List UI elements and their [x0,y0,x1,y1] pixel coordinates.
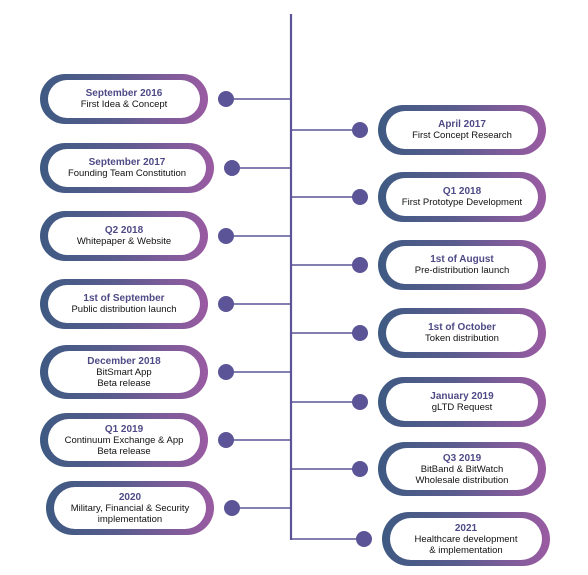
milestone-date: December 2018 [87,355,161,367]
milestone-left-2: September 2017 Founding Team Constitutio… [40,143,214,193]
milestone-dot [352,189,368,205]
milestone-dot [352,394,368,410]
milestone-desc: Public distribution launch [71,304,177,315]
milestone-left-4: 1st of September Public distribution lau… [40,279,208,329]
milestone-desc: Pre-distribution launch [414,265,510,276]
milestone-right-2: Q1 2018 First Prototype Development [378,172,546,222]
milestone-date: 1st of October [428,322,496,333]
milestone-dot [218,364,234,380]
milestone-dot [352,257,368,273]
milestone-dot [218,296,234,312]
milestone-date: January 2019 [430,391,494,402]
milestone-desc: Military, Financial & Security [70,502,190,514]
milestone-dot [224,160,240,176]
milestone-dot [224,500,240,516]
milestone-left-7: 2020 Military, Financial & Security impl… [46,481,214,535]
milestone-left-1: September 2016 First Idea & Concept [40,74,208,124]
milestone-dot [218,228,234,244]
milestone-desc: Whitepaper & Website [76,236,172,247]
milestone-dot [218,91,234,107]
milestone-right-6: Q3 2019 BitBand & BitWatch Wholesale dis… [378,442,546,496]
milestone-date: September 2017 [88,157,166,168]
milestone-right-1: April 2017 First Concept Research [378,105,546,155]
milestone-date: 2020 [118,491,142,503]
milestone-desc: Healthcare development [414,533,518,545]
milestone-right-5: January 2019 gLTD Request [378,377,546,427]
milestone-date: 1st of August [430,254,494,265]
milestone-date: 2021 [454,522,478,534]
milestone-dot [352,461,368,477]
milestone-desc: Token distribution [425,333,499,344]
milestone-right-7: 2021 Healthcare development & implementa… [382,512,550,566]
milestone-desc: First Prototype Development [401,197,523,208]
milestone-dot [218,432,234,448]
milestone-left-3: Q2 2018 Whitepaper & Website [40,211,208,261]
milestone-desc: & implementation [429,544,503,556]
milestone-desc: First Idea & Concept [80,99,168,110]
milestone-date: Q1 2019 [104,423,144,435]
milestone-desc: gLTD Request [431,402,493,413]
milestone-dot [356,531,372,547]
milestone-desc: implementation [97,513,163,525]
milestone-date: Q3 2019 [442,452,482,464]
milestone-left-6: Q1 2019 Continuum Exchange & App Beta re… [40,413,208,467]
milestone-left-5: December 2018 BitSmart App Beta release [40,345,208,399]
milestone-right-4: 1st of October Token distribution [378,308,546,358]
milestone-date: 1st of September [83,293,165,304]
milestone-desc: Continuum Exchange & App [64,434,184,446]
milestone-desc: Founding Team Constitution [67,168,187,179]
milestone-right-3: 1st of August Pre-distribution launch [378,240,546,290]
milestone-date: Q1 2018 [442,186,482,197]
milestone-desc: First Concept Research [412,130,512,141]
milestone-desc: Beta release [97,377,151,389]
milestone-date: Q2 2018 [104,225,144,236]
milestone-desc: BitSmart App [96,366,152,378]
milestone-desc: Beta release [97,445,151,457]
milestone-desc: BitBand & BitWatch [420,463,504,475]
milestone-dot [352,325,368,341]
milestone-dot [352,122,368,138]
milestone-date: April 2017 [438,119,486,130]
milestone-desc: Wholesale distribution [415,474,509,486]
milestone-date: September 2016 [85,88,163,99]
